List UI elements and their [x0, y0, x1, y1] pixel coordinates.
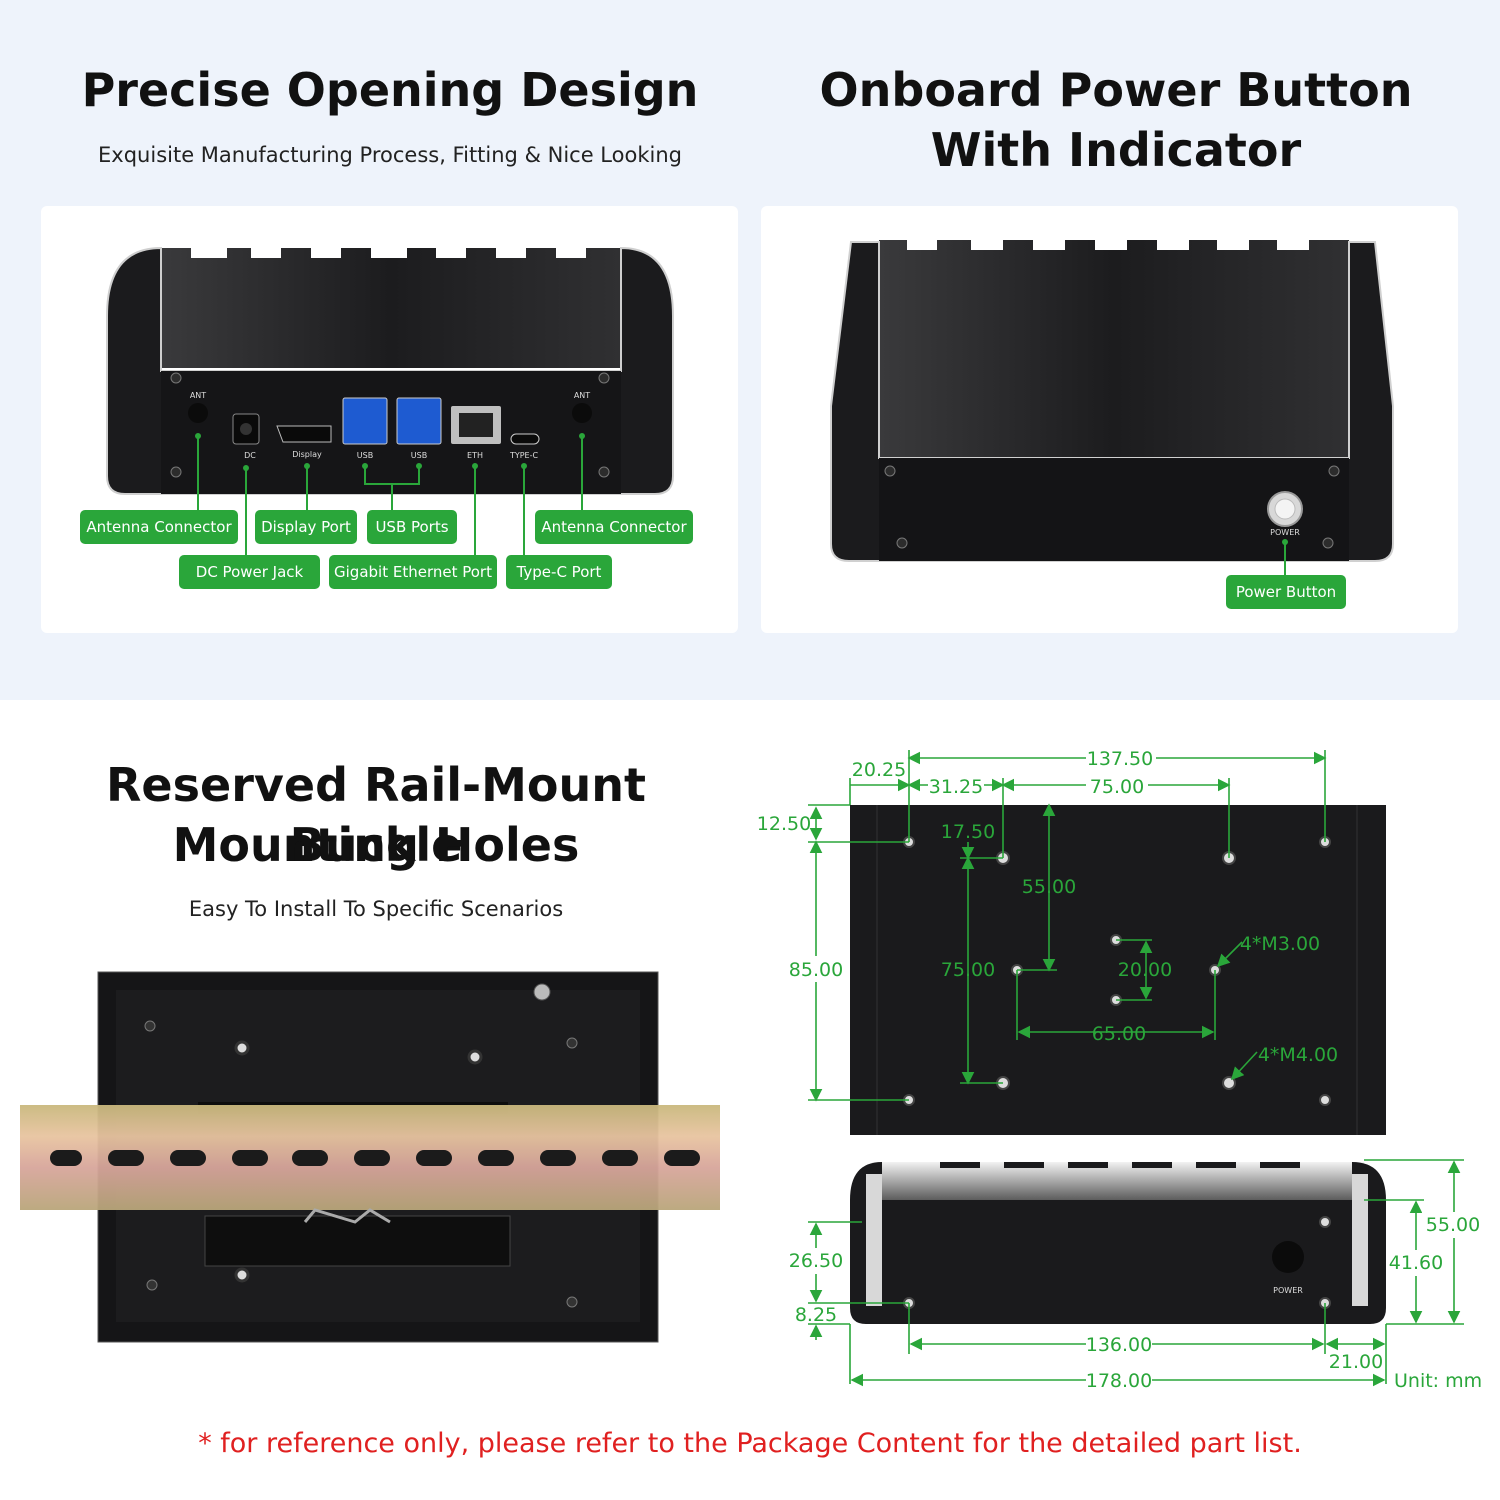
label-usb-ports: USB Ports	[367, 510, 457, 544]
front-heatsink-fins	[879, 240, 1349, 458]
dim-21: 21.00	[1329, 1351, 1383, 1373]
front-view-body	[850, 1162, 1386, 1324]
mark-usb2: USB	[411, 451, 427, 460]
footnote: * for reference only, please refer to th…	[198, 1428, 1302, 1459]
rear-device-illustration: ANT DC Display USB USB ETH TYPE-C ANT	[106, 246, 674, 556]
dim-55-height: 55.00	[1426, 1214, 1480, 1236]
label-typec-port: Type-C Port	[506, 555, 612, 589]
mark-display: Display	[292, 450, 322, 459]
mark-eth: ETH	[467, 451, 483, 460]
heatsink-fins	[161, 248, 621, 368]
dim-31-25: 31.25	[929, 776, 983, 798]
din-rail-illustration	[20, 971, 720, 1343]
leader-lines	[195, 433, 585, 556]
dim-85: 85.00	[789, 959, 843, 981]
power-card: POWER Power Button	[761, 206, 1458, 633]
mark-typec: TYPE-C	[509, 451, 539, 460]
dim-m3: 4*M3.00	[1240, 933, 1320, 955]
mark-usb1: USB	[357, 451, 373, 460]
dim-17-50: 17.50	[941, 821, 995, 843]
label-antenna-right: Antenna Connector	[535, 510, 693, 544]
front-device-illustration: POWER	[830, 240, 1394, 576]
mark-dc: DC	[244, 451, 256, 460]
rail-title-line1: Reserved Rail-Mount Buckle	[106, 758, 646, 872]
dim-65: 65.00	[1092, 1023, 1146, 1045]
dim-178: 178.00	[1086, 1370, 1152, 1392]
power-title-line2: With Indicator	[930, 123, 1302, 177]
dim-12-50: 12.50	[757, 813, 811, 835]
mark-ant-right: ANT	[574, 391, 590, 400]
dim-55: 55.00	[1022, 876, 1076, 898]
dim-m4: 4*M4.00	[1258, 1044, 1338, 1066]
label-power-button: Power Button	[1226, 575, 1346, 609]
mark-ant-left: ANT	[190, 391, 206, 400]
power-mark: POWER	[1270, 528, 1300, 537]
front-power-mark: POWER	[1273, 1286, 1303, 1295]
label-gigabit-ethernet: Gigabit Ethernet Port	[329, 555, 497, 589]
label-display-port: Display Port	[255, 510, 357, 544]
dim-8-25: 8.25	[795, 1304, 837, 1326]
opening-subtitle: Exquisite Manufacturing Process, Fitting…	[98, 143, 682, 167]
rail-subtitle: Easy To Install To Specific Scenarios	[188, 897, 564, 921]
opening-card: ANT DC Display USB USB ETH TYPE-C ANT	[41, 206, 738, 633]
dim-75-width: 75.00	[1090, 776, 1144, 798]
dim-75-height: 75.00	[941, 959, 995, 981]
dim-136: 136.00	[1086, 1334, 1152, 1356]
dim-20: 20.00	[1118, 959, 1172, 981]
dim-26-50: 26.50	[789, 1250, 843, 1272]
power-title-line1: Onboard Power Button	[819, 63, 1413, 117]
rail-title-line2: Mounting Holes	[172, 818, 580, 872]
top-view-body	[850, 805, 1386, 1135]
label-dc-power-jack: DC Power Jack	[179, 555, 320, 589]
label-antenna-left: Antenna Connector	[80, 510, 238, 544]
dim-20-25: 20.25	[852, 759, 906, 781]
dimension-drawings: 137.50 20.25 31.25 75.00 12.50 17.50 55.…	[757, 746, 1486, 1392]
opening-title: Precise Opening Design	[81, 63, 699, 117]
unit-label: Unit: mm	[1394, 1370, 1483, 1392]
dim-41-60: 41.60	[1389, 1252, 1443, 1274]
dim-137: 137.50	[1087, 748, 1153, 770]
